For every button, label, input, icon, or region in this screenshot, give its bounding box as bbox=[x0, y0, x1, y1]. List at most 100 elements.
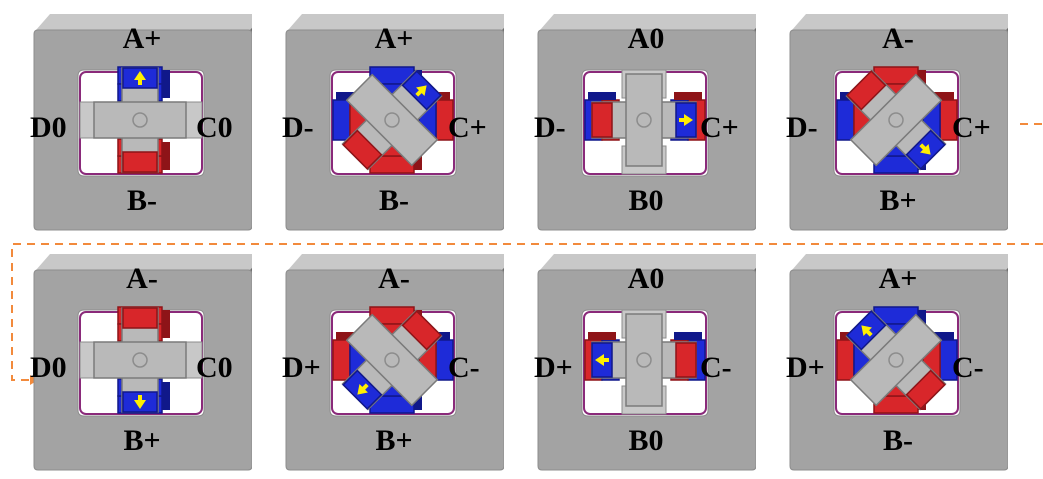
label-c-phase: C+ bbox=[700, 111, 739, 144]
rotor bbox=[591, 73, 697, 167]
pole-side-face bbox=[162, 142, 170, 170]
rotor-direction-arrow-icon bbox=[861, 325, 873, 337]
rotor-south-cap bbox=[591, 102, 613, 138]
rotor bbox=[845, 309, 947, 411]
pole-side-face bbox=[162, 70, 170, 98]
stator-top-face bbox=[792, 254, 1008, 270]
motor-graphic bbox=[285, 254, 504, 471]
label-a-phase: A0 bbox=[627, 262, 665, 295]
rotor-south-cap bbox=[675, 342, 697, 378]
rotor-direction-arrow-icon bbox=[919, 143, 931, 155]
label-d-phase: D0 bbox=[30, 111, 67, 144]
rotor-direction-arrow-icon bbox=[134, 71, 146, 85]
pole-side-face bbox=[926, 92, 954, 100]
label-d-phase: D+ bbox=[534, 351, 573, 384]
motor-step-4: A- B+ D- C+ bbox=[758, 0, 1008, 239]
label-b-phase: B- bbox=[127, 184, 157, 217]
rotor-shaft bbox=[384, 352, 400, 368]
label-a-phase: A+ bbox=[878, 262, 918, 295]
label-a-phase: A+ bbox=[374, 22, 414, 55]
rotor-direction-arrow-icon bbox=[134, 395, 146, 409]
motor-step-5: A- B+ D0 C0 bbox=[2, 240, 252, 479]
label-b-phase: B0 bbox=[628, 424, 664, 457]
flow-wrap-line bbox=[11, 243, 1043, 381]
rotor bbox=[341, 309, 443, 411]
motor-graphic bbox=[33, 14, 252, 231]
label-b-phase: B0 bbox=[628, 184, 664, 217]
rotor-direction-arrow-icon bbox=[415, 85, 427, 97]
rotor-direction-arrow-icon bbox=[357, 383, 369, 395]
pole-side-face bbox=[926, 332, 954, 340]
rotor-south-cap bbox=[905, 369, 946, 410]
stator-top-face bbox=[36, 254, 252, 270]
motor-step-1: A+ B- D0 C0 bbox=[2, 0, 252, 239]
rotor-south-cap bbox=[122, 307, 158, 329]
rotor-direction-arrow-icon bbox=[595, 354, 609, 366]
label-d-phase: D+ bbox=[786, 351, 825, 384]
rotor-shaft bbox=[636, 112, 652, 128]
rotor-crossbar bbox=[345, 313, 439, 407]
label-b-phase: B+ bbox=[375, 424, 413, 457]
motor-graphic bbox=[285, 14, 504, 231]
label-b-phase: B- bbox=[379, 184, 409, 217]
pole-side-face bbox=[162, 310, 170, 338]
stator-top-face bbox=[540, 14, 756, 30]
rotor-crossbar bbox=[93, 101, 187, 139]
rotor-south-cap bbox=[342, 129, 383, 170]
rotor-crossbar bbox=[849, 73, 943, 167]
stator-body bbox=[537, 29, 756, 231]
rotor-crossbar bbox=[625, 313, 663, 407]
stator-top-face bbox=[540, 254, 756, 270]
pole-side-face bbox=[588, 92, 616, 100]
pole-side-face bbox=[162, 382, 170, 410]
stator-body bbox=[789, 269, 1008, 471]
label-c-phase: C0 bbox=[196, 351, 233, 384]
rotor-shaft bbox=[384, 112, 400, 128]
motor-graphic bbox=[33, 254, 252, 471]
pole-outer-half bbox=[836, 339, 855, 381]
stator-top-face bbox=[36, 14, 252, 30]
pole-outer-half bbox=[332, 339, 351, 381]
rotor-crossbar bbox=[625, 73, 663, 167]
label-d-phase: D- bbox=[282, 111, 314, 144]
stator-body bbox=[537, 269, 756, 471]
rotor bbox=[341, 69, 443, 171]
label-d-phase: D0 bbox=[30, 351, 67, 384]
motor-graphic bbox=[789, 254, 1008, 471]
stator-top-face bbox=[288, 254, 504, 270]
label-a-phase: A- bbox=[882, 22, 914, 55]
label-d-phase: D- bbox=[534, 111, 566, 144]
pole-side-face bbox=[674, 92, 702, 100]
rotor-crossbar bbox=[345, 73, 439, 167]
pole-outer-half bbox=[836, 99, 855, 141]
motor-graphic bbox=[789, 14, 1008, 231]
label-d-phase: D+ bbox=[282, 351, 321, 384]
rotor-direction-arrow-icon bbox=[679, 114, 693, 126]
rotor bbox=[93, 67, 187, 173]
rotor-crossbar bbox=[849, 313, 943, 407]
label-a-phase: A0 bbox=[627, 22, 665, 55]
rotor-south-cap bbox=[122, 151, 158, 173]
rotor-crossbar bbox=[93, 341, 187, 379]
rotor-shaft bbox=[888, 352, 904, 368]
label-b-phase: B+ bbox=[879, 184, 917, 217]
motor-step-8: A+ B- D+ C- bbox=[758, 240, 1008, 479]
rotor bbox=[591, 313, 697, 407]
stator-body bbox=[33, 269, 252, 471]
pole-side-face bbox=[588, 332, 616, 340]
label-c-phase: C+ bbox=[952, 111, 991, 144]
rotor bbox=[93, 307, 187, 413]
motor-step-2: A+ B- D- C+ bbox=[254, 0, 504, 239]
rotor-shaft bbox=[636, 352, 652, 368]
label-b-phase: B- bbox=[883, 424, 913, 457]
label-c-phase: C0 bbox=[196, 111, 233, 144]
label-c-phase: C- bbox=[700, 351, 732, 384]
pole-side-face bbox=[674, 332, 702, 340]
pole-outer-half bbox=[332, 99, 351, 141]
motor-step-7: A0 B0 D+ C- bbox=[506, 240, 756, 479]
label-a-phase: A- bbox=[378, 262, 410, 295]
rotor-shaft bbox=[132, 112, 148, 128]
motor-graphic bbox=[537, 254, 756, 471]
label-d-phase: D- bbox=[786, 111, 818, 144]
rotor-shaft bbox=[888, 112, 904, 128]
